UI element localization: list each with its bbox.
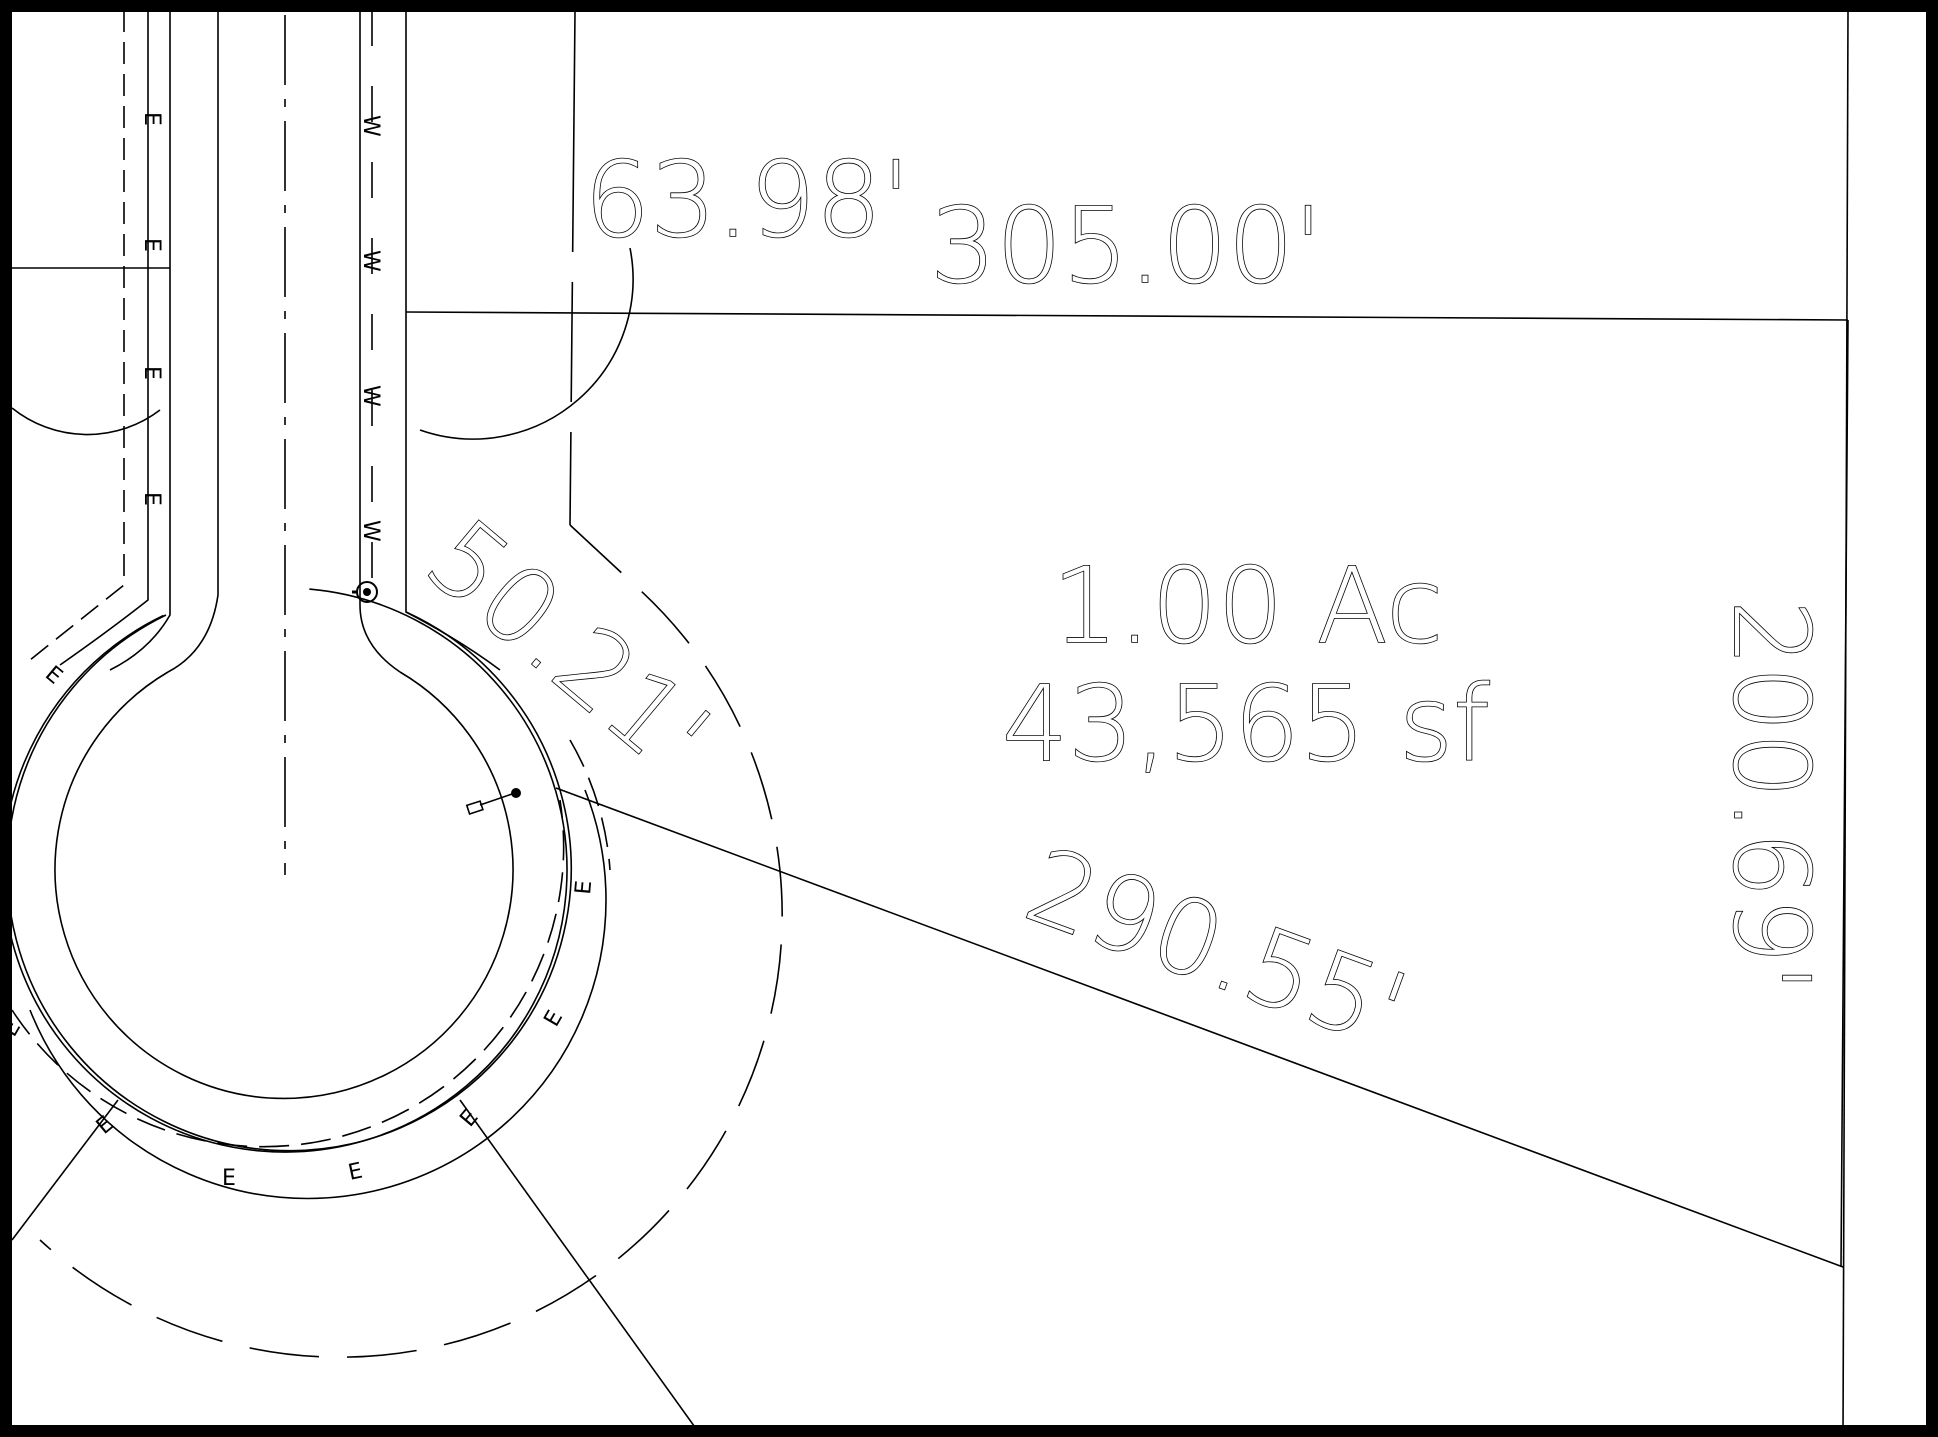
curve-arc-top [419, 247, 634, 440]
cul-de-sac-pavement [54, 671, 514, 1100]
hydrant-icon [352, 581, 378, 603]
electric-line-arc-3 [569, 739, 611, 871]
dimension-label-right: 200.69' [1710, 600, 1832, 993]
curve-arc-left [11, 407, 161, 436]
electric-label: E [139, 238, 164, 252]
dimension-label-curve: 50.21' [404, 496, 732, 799]
electric-label: E [222, 1166, 236, 1191]
water-label: W [358, 115, 383, 137]
water-labels: W W W W [358, 115, 383, 542]
easement-arc [39, 524, 784, 1359]
electric-label: E [540, 1006, 569, 1031]
electric-label: E [139, 366, 164, 380]
lot-area-square-feet: 43,565 sf [1002, 663, 1490, 785]
dimension-label-diagonal: 290.55' [1011, 824, 1422, 1073]
lot-area-acres: 1.00 Ac [1052, 545, 1443, 667]
lot-line-south-b [459, 1099, 703, 1437]
water-label: W [358, 520, 383, 542]
electric-line-arc [11, 799, 565, 1148]
lot-line-diagonal [555, 787, 1844, 1268]
cul-de-sac-outer [2, 587, 568, 1153]
electric-label: E [139, 112, 164, 126]
electric-line-left-2 [59, 10, 149, 666]
electric-label: E [92, 1112, 119, 1140]
electric-line-left [29, 10, 125, 661]
road-edge-left [109, 10, 171, 671]
lot-line-top [405, 311, 1849, 321]
curb-right [359, 10, 401, 673]
meter-icon [465, 788, 521, 815]
curb-left [167, 10, 219, 673]
water-label: W [358, 250, 383, 272]
water-label: W [358, 385, 383, 407]
dimension-label-top-left: 63.98' [584, 139, 910, 261]
electric-label: E [571, 879, 597, 895]
lot-line-right [1840, 319, 1849, 1268]
dimension-label-top: 305.00' [930, 185, 1323, 307]
cul-de-sac-outer-arc [6, 611, 572, 1152]
lot-line-south-a [11, 1099, 119, 1241]
electric-label: E [40, 661, 67, 689]
easement-line [569, 11, 576, 526]
electric-label: E [346, 1159, 365, 1186]
electric-line-arc-2 [29, 789, 607, 1200]
electric-label: E [139, 492, 164, 506]
